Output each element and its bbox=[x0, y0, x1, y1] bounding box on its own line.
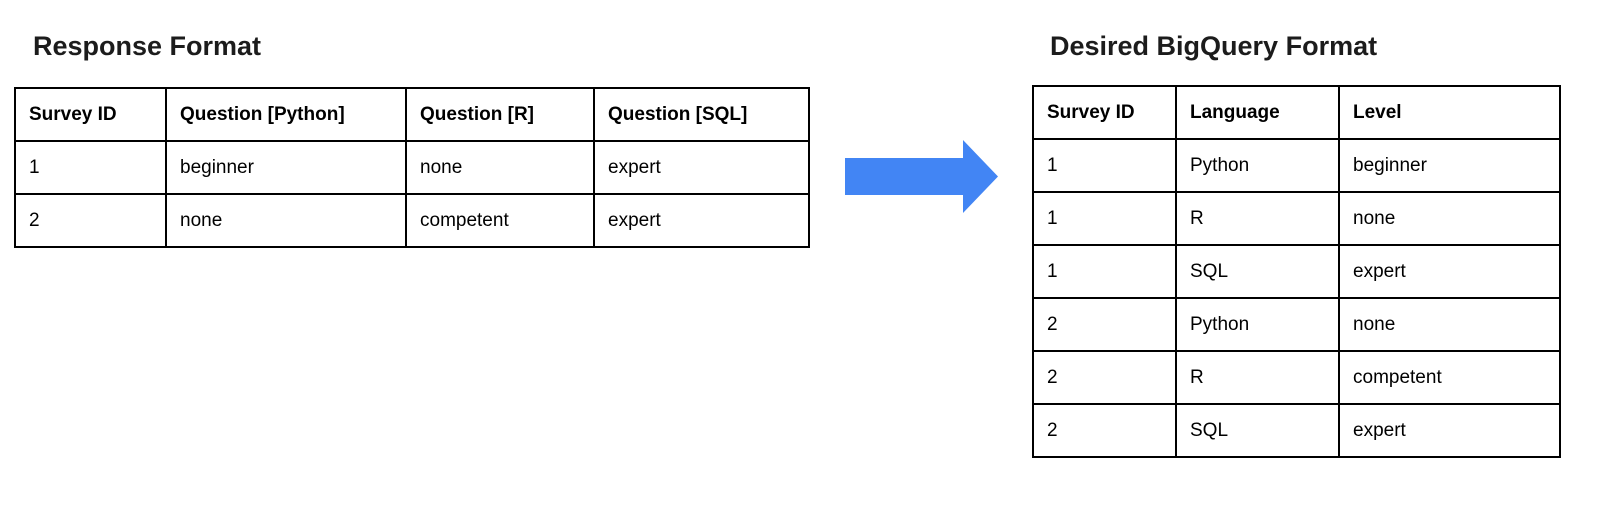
transform-arrow bbox=[845, 140, 998, 213]
data-cell: expert bbox=[593, 193, 810, 248]
arrow-right-icon bbox=[845, 140, 998, 213]
header-cell: Survey ID bbox=[1032, 85, 1177, 140]
data-cell: competent bbox=[405, 193, 595, 248]
data-cell: R bbox=[1175, 191, 1340, 246]
data-cell: beginner bbox=[165, 140, 407, 195]
data-cell: none bbox=[405, 140, 595, 195]
data-cell: 2 bbox=[1032, 403, 1177, 458]
data-cell: 1 bbox=[1032, 244, 1177, 299]
data-cell: 1 bbox=[1032, 191, 1177, 246]
data-cell: none bbox=[165, 193, 407, 248]
header-cell: Question [SQL] bbox=[593, 87, 810, 142]
data-cell: expert bbox=[1338, 403, 1561, 458]
data-cell: competent bbox=[1338, 350, 1561, 405]
header-cell: Question [Python] bbox=[165, 87, 407, 142]
data-cell: 1 bbox=[14, 140, 167, 195]
header-cell: Language bbox=[1175, 85, 1340, 140]
data-cell: 2 bbox=[14, 193, 167, 248]
header-cell: Survey ID bbox=[14, 87, 167, 142]
data-cell: SQL bbox=[1175, 403, 1340, 458]
bigquery-format-title: Desired BigQuery Format bbox=[1050, 31, 1378, 61]
data-cell: none bbox=[1338, 191, 1561, 246]
data-cell: Python bbox=[1175, 297, 1340, 352]
data-cell: beginner bbox=[1338, 138, 1561, 193]
data-cell: expert bbox=[1338, 244, 1561, 299]
response-format-title: Response Format bbox=[33, 31, 262, 61]
data-cell: expert bbox=[593, 140, 810, 195]
data-cell: 2 bbox=[1032, 297, 1177, 352]
data-cell: Python bbox=[1175, 138, 1340, 193]
data-cell: 1 bbox=[1032, 138, 1177, 193]
data-cell: R bbox=[1175, 350, 1340, 405]
header-cell: Level bbox=[1338, 85, 1561, 140]
data-cell: 2 bbox=[1032, 350, 1177, 405]
header-cell: Question [R] bbox=[405, 87, 595, 142]
data-cell: none bbox=[1338, 297, 1561, 352]
data-cell: SQL bbox=[1175, 244, 1340, 299]
